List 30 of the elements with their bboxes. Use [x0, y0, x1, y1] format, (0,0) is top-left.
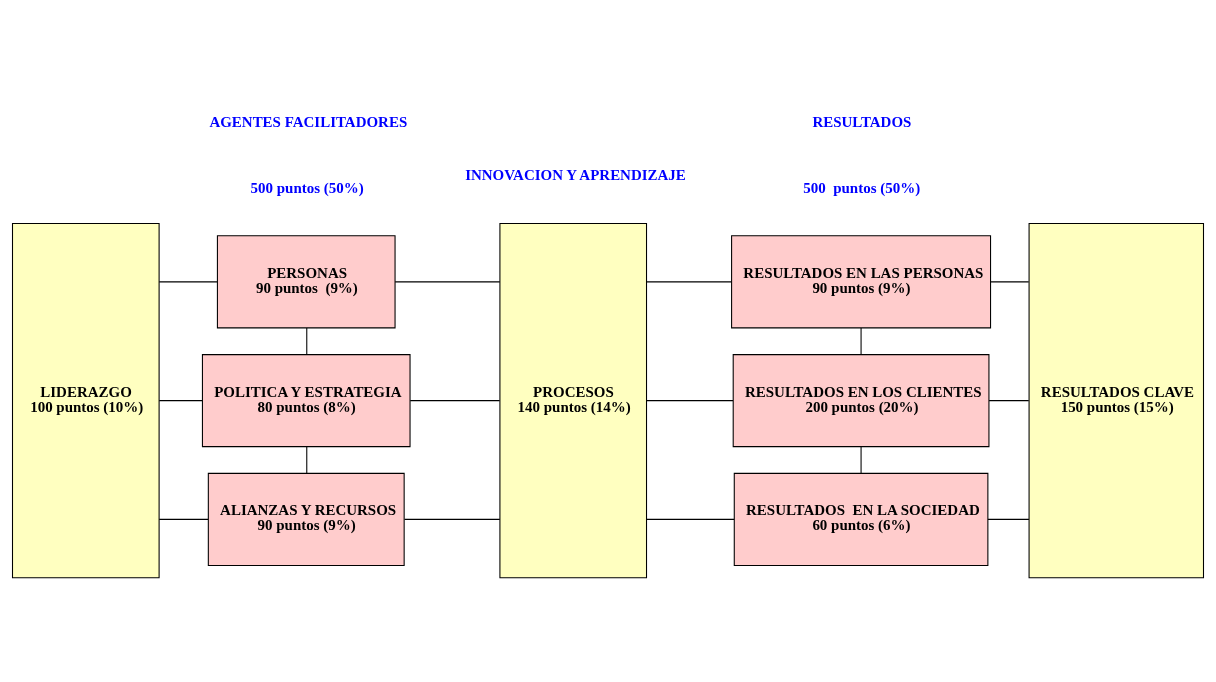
node-box: RESULTADOS EN LOS CLIENTES 200 puntos (20%)	[732, 353, 990, 447]
node-box: PERSONAS 90 puntos (9%)	[216, 234, 396, 328]
label: 500 puntos (50%)	[250, 179, 364, 196]
node-box: LIDERAZGO 100 puntos (10%)	[11, 222, 160, 578]
node-box: RESULTADOS EN LA SOCIEDAD 60 puntos (6%)	[733, 472, 989, 566]
connector	[409, 399, 501, 401]
node-box: POLITICA Y ESTRATEGIA 80 puntos (8%)	[201, 353, 411, 447]
node-box: RESULTADOS CLAVE 150 puntos (15%)	[1028, 222, 1205, 578]
connector	[403, 518, 501, 520]
connector	[306, 445, 308, 474]
connector	[394, 280, 501, 282]
connector	[860, 327, 862, 355]
label: INNOVACION Y APRENDIZAJE	[465, 166, 686, 183]
connector	[646, 399, 734, 401]
label: RESULTADOS	[812, 113, 912, 130]
connector	[987, 518, 1030, 520]
label: AGENTES FACILITADORES	[209, 113, 408, 130]
connector	[306, 327, 308, 355]
node-box: ALIANZAS Y RECURSOS 90 puntos (9%)	[207, 472, 405, 566]
connector	[158, 518, 209, 520]
connector	[646, 518, 735, 520]
connector	[646, 280, 732, 282]
label: 500 puntos (50%)	[803, 179, 921, 196]
node-box: RESULTADOS EN LAS PERSONAS 90 puntos (9%)	[731, 234, 992, 328]
connector	[158, 280, 218, 282]
node-box: PROCESOS 140 puntos (14%)	[499, 222, 648, 578]
connector	[158, 399, 203, 401]
connector	[860, 445, 862, 474]
connector	[988, 399, 1030, 401]
connector	[990, 280, 1030, 282]
